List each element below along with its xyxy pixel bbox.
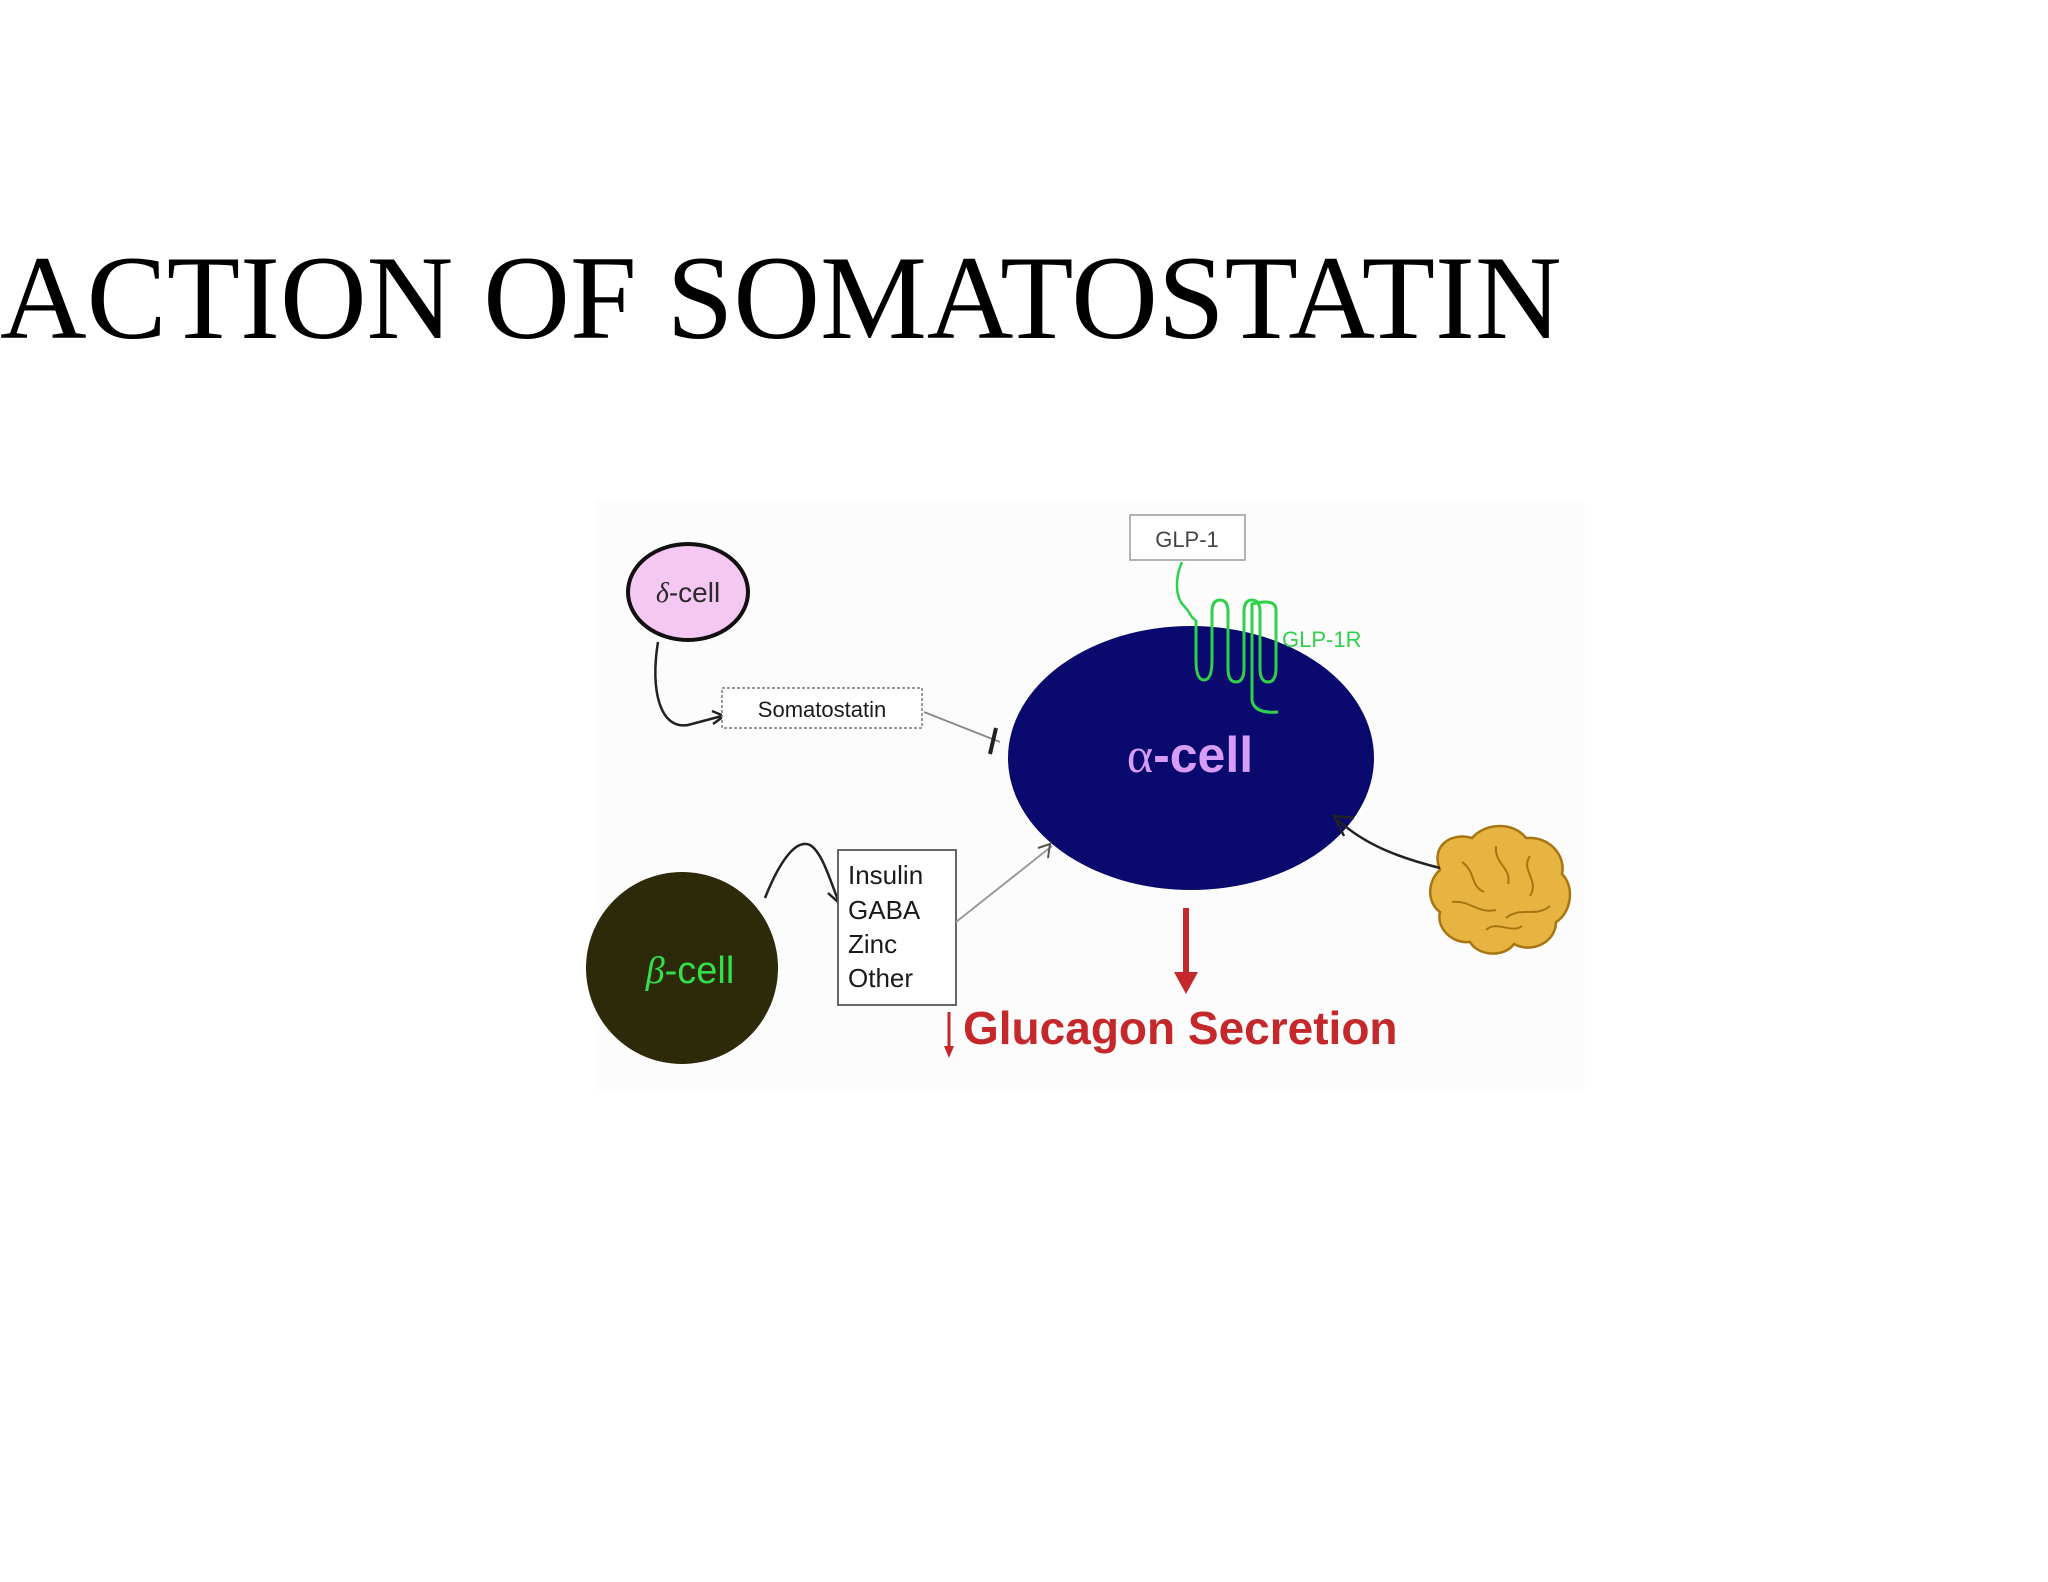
beta-factor-item: Zinc — [848, 929, 897, 959]
factors-inhibition-line — [955, 845, 1053, 923]
delta-cell: δ-cell — [626, 542, 750, 642]
beta-to-factors-connector — [763, 842, 840, 901]
glucagon-decrease-arrow-head — [944, 1046, 954, 1058]
glp1-label: GLP-1 — [1155, 527, 1219, 552]
somatostatin-inhibition-line — [923, 711, 1001, 743]
delta-to-somatostatin-connector — [654, 641, 723, 727]
slide-title: ACTION OF SOMATOSTATIN — [0, 231, 1562, 364]
glp1r-label: GLP-1R — [1282, 627, 1361, 652]
factors-inhibition-arrowhead — [1037, 842, 1052, 859]
somatostatin-box-frame — [721, 687, 923, 729]
brain-to-alpha-arrowhead — [1331, 814, 1355, 837]
glp1-box: GLP-1 — [1129, 514, 1246, 561]
beta-factors-box: Insulin GABA Zinc Other — [837, 849, 957, 1006]
brain-icon — [1429, 824, 1572, 955]
brain-to-alpha-connector — [1337, 819, 1441, 870]
glucagon-secretion-label: Glucagon Secretion — [963, 1002, 1398, 1054]
delta-cell-label: δ-cell — [656, 577, 720, 609]
brain-icon-folds — [1451, 845, 1551, 931]
beta-factors-box-frame — [837, 849, 957, 1006]
alpha-cell-label: α-cell — [1127, 727, 1253, 783]
alpha-cell-body — [1008, 626, 1374, 890]
brain-icon-shape — [1429, 824, 1572, 955]
somatostatin-inhibition-bar — [988, 727, 998, 755]
alpha-cell: α-cell — [1008, 626, 1374, 890]
delta-cell-body — [626, 542, 750, 642]
beta-factor-item: Other — [848, 963, 913, 993]
beta-cell: β-cell — [586, 872, 778, 1064]
glucagon-down-arrow-head — [1174, 972, 1198, 994]
glp1-box-frame — [1129, 514, 1246, 561]
beta-cell-label: β-cell — [645, 950, 735, 992]
beta-factor-item: Insulin — [848, 860, 923, 890]
somatostatin-box: Somatostatin — [721, 687, 923, 729]
glp1-ligand-thread — [1175, 561, 1197, 622]
somatostatin-label: Somatostatin — [758, 697, 886, 722]
glp1r-receptor — [1194, 598, 1279, 714]
beta-factor-item: GABA — [848, 895, 921, 925]
beta-cell-body — [586, 872, 778, 1064]
